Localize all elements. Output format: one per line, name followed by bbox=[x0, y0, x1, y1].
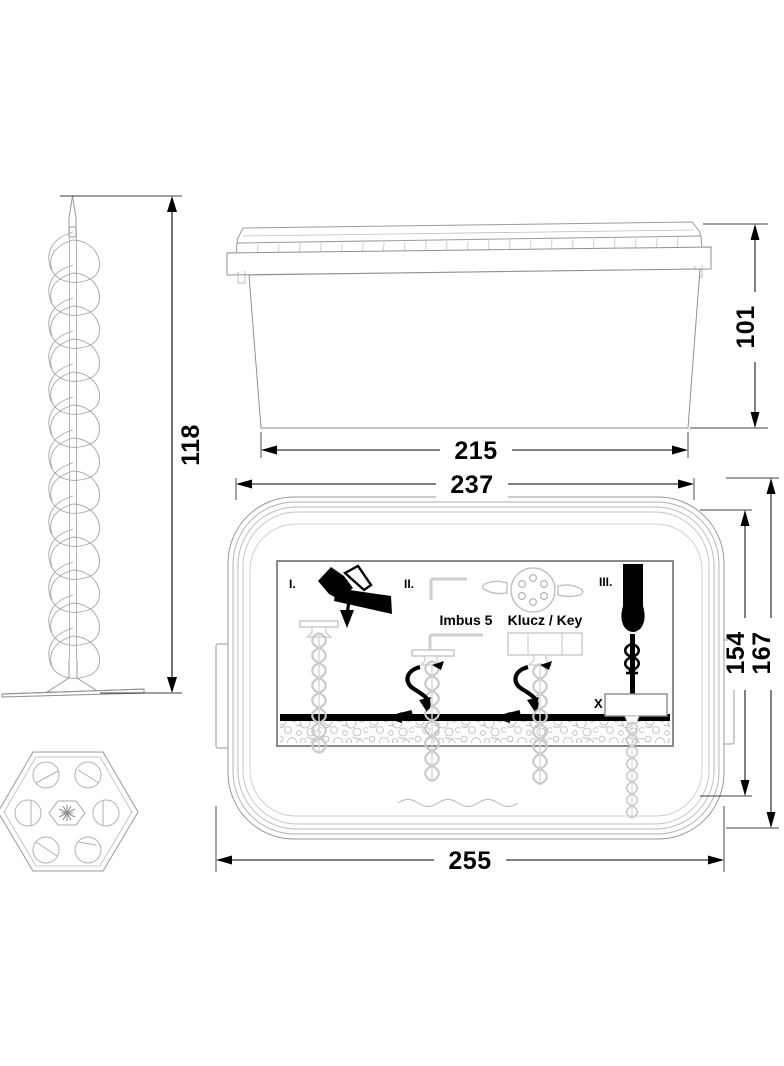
dimension-lid-inner-width: 237 bbox=[235, 468, 695, 500]
view-box-top: I. bbox=[215, 468, 784, 876]
allen-key-icon bbox=[429, 577, 467, 600]
socket-key-in-use bbox=[507, 632, 583, 656]
dimension-screw-height: 118 bbox=[60, 195, 205, 694]
view-box-side: 215 101 bbox=[226, 221, 772, 466]
hex-center-socket bbox=[48, 800, 86, 826]
step-2-group: II. Imbus 5 bbox=[386, 577, 493, 783]
step-1-screw bbox=[299, 620, 339, 755]
step-1-arrow bbox=[339, 576, 354, 628]
dimension-167-text: 167 bbox=[748, 631, 776, 674]
step-2b-screw bbox=[527, 654, 553, 786]
dimension-118-text: 118 bbox=[177, 424, 205, 466]
dimension-154-text: 154 bbox=[722, 631, 750, 674]
step-2-rotation-arrows bbox=[386, 661, 444, 723]
hex-hole-1 bbox=[32, 761, 60, 789]
impact-driver-icon bbox=[621, 564, 645, 720]
step-3-arrow bbox=[628, 669, 636, 678]
box-body bbox=[248, 268, 701, 429]
caption-imbus: Imbus 5 bbox=[440, 612, 493, 628]
lid-outline-3 bbox=[237, 506, 715, 830]
lid-outline-4 bbox=[242, 511, 710, 825]
ground-membrane-layer bbox=[280, 714, 670, 721]
dimension-box-width: 215 bbox=[260, 432, 689, 466]
hex-hole-5 bbox=[32, 836, 60, 864]
hex-hole-3 bbox=[14, 799, 42, 827]
step-3-plate bbox=[604, 693, 668, 717]
step-3-marker: III. bbox=[599, 575, 612, 589]
hex-hole-group bbox=[14, 761, 120, 864]
socket-key-icon bbox=[481, 567, 584, 613]
lid-outline-5 bbox=[249, 523, 703, 817]
step-2-marker: II. bbox=[404, 577, 414, 591]
lid-grip-wave bbox=[397, 799, 519, 807]
view-screw-head-top bbox=[0, 751, 139, 872]
step-3-group: III. X bbox=[594, 564, 668, 819]
step-1-group: I. bbox=[289, 564, 392, 755]
dimension-237-text: 237 bbox=[450, 471, 493, 499]
box-lid-flange bbox=[226, 246, 712, 276]
lid-outline-2 bbox=[232, 501, 720, 835]
hex-hole-6 bbox=[74, 836, 102, 864]
hex-hole-2 bbox=[74, 761, 102, 789]
dimension-lid-outer-depth: 167 bbox=[726, 477, 784, 829]
dimension-lid-outer-width: 255 bbox=[215, 806, 725, 876]
caption-klucz: Klucz / Key bbox=[508, 612, 583, 628]
screw-tip bbox=[68, 195, 77, 238]
ground-gravel-layer bbox=[280, 721, 670, 743]
dimension-255-text: 255 bbox=[448, 847, 491, 875]
snowflake-icon bbox=[58, 805, 76, 821]
step-2b-rotation-arrows bbox=[494, 661, 552, 723]
dimension-box-height: 101 bbox=[690, 223, 772, 429]
dimension-215-text: 215 bbox=[454, 437, 497, 465]
dimension-101-text: 101 bbox=[732, 305, 760, 348]
hex-outline-inner bbox=[3, 756, 133, 867]
x-marker-label: X bbox=[594, 696, 603, 711]
step-1-marker: I. bbox=[289, 577, 296, 591]
screw-thread-helix bbox=[48, 231, 100, 679]
step-2b-group: Klucz / Key bbox=[481, 567, 584, 786]
instruction-label: I. bbox=[276, 560, 674, 819]
hex-hole-4 bbox=[92, 799, 120, 827]
view-screw-side: 118 bbox=[1, 195, 205, 698]
